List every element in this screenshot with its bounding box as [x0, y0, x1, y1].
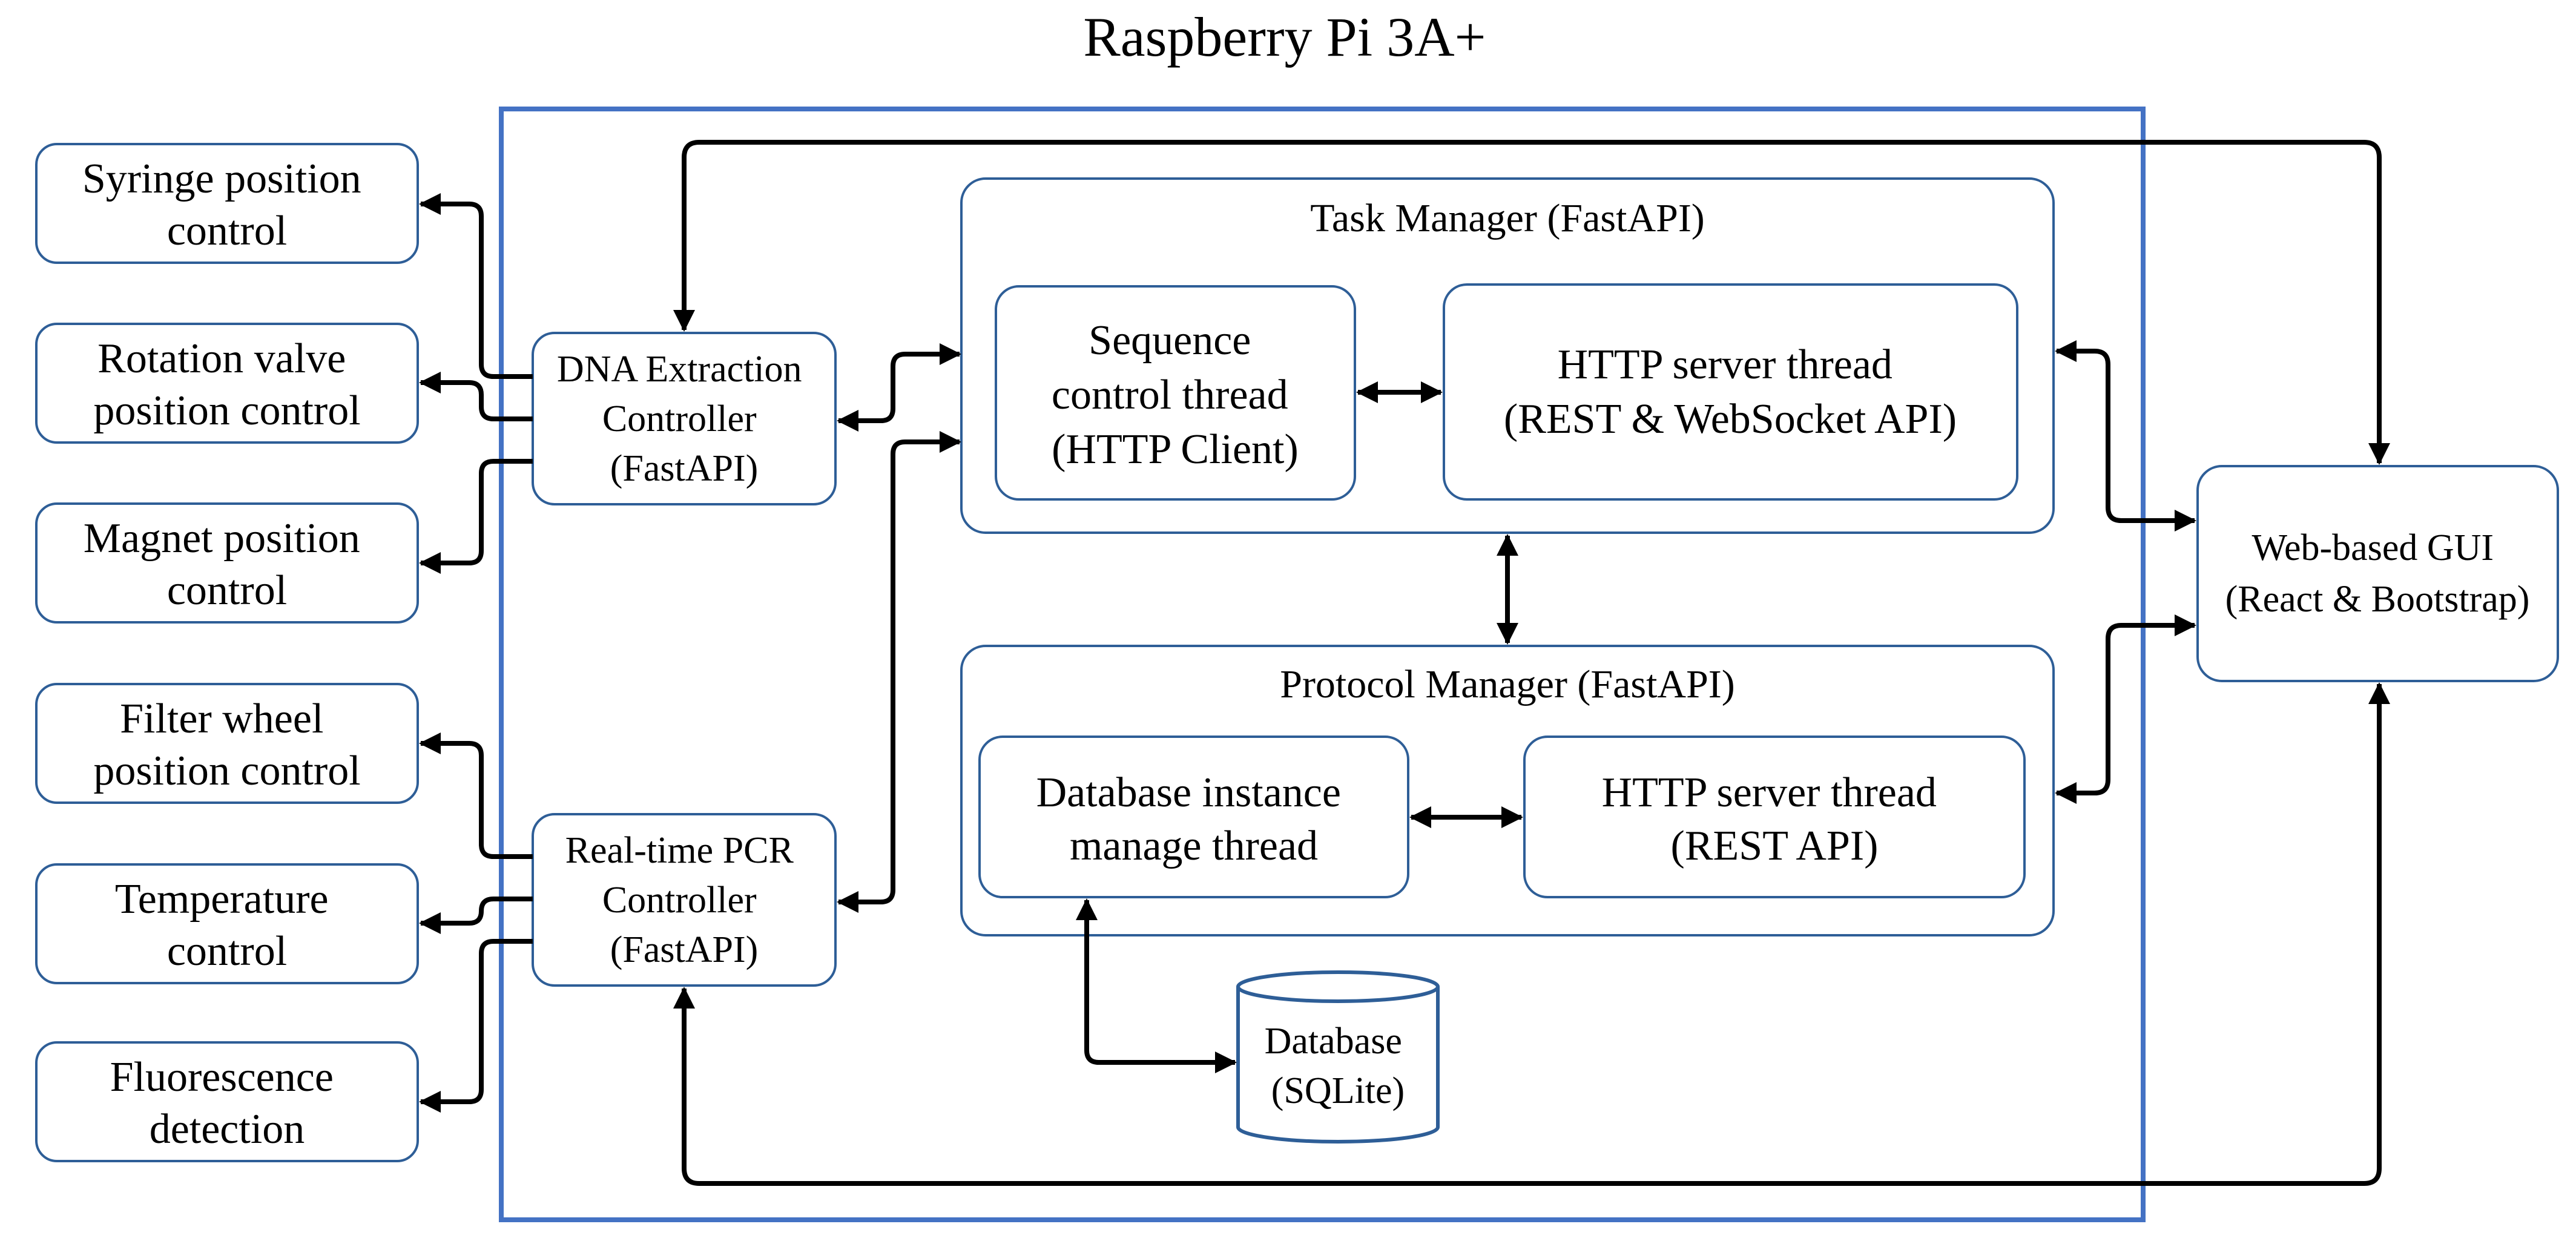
peripheral-label: Filter wheel position control — [93, 696, 360, 794]
peripheral-label: Rotation valve position control — [93, 335, 360, 434]
web-based-gui: Web-based GUI (React & Bootstrap) — [2196, 465, 2559, 682]
database-cylinder: Database (SQLite) — [1236, 970, 1440, 1144]
peripheral-label: Temperature control — [115, 876, 339, 975]
connector-task-manager-dna-controller — [837, 343, 961, 432]
connector-dna-to-rotation-valve — [419, 372, 533, 421]
connector-task-http-gui — [2055, 340, 2196, 531]
connector-pcr-to-temperature — [419, 897, 533, 934]
connector-protocol-http-gui — [2055, 614, 2196, 804]
peripheral-temperature-control: Temperature control — [35, 863, 419, 984]
task-http-server-thread: HTTP server thread (REST & WebSocket API… — [1443, 283, 2018, 501]
task-manager: Task Manager (FastAPI) Sequence control … — [960, 177, 2055, 534]
connector-pcr-to-filter-wheel — [419, 732, 533, 859]
protocol-http-server-thread: HTTP server thread (REST API) — [1523, 736, 2026, 898]
database-instance-manage-thread: Database instance manage thread — [978, 736, 1409, 898]
sequence-control-thread: Sequence control thread (HTTP Client) — [995, 285, 1356, 501]
realtime-pcr-controller: Real-time PCR Controller (FastAPI) — [532, 813, 837, 987]
connector-db-thread-database — [1076, 898, 1237, 1073]
peripheral-label: Fluorescence detection — [110, 1054, 344, 1153]
peripheral-fluorescence-detection: Fluorescence detection — [35, 1041, 419, 1162]
gui-label: Web-based GUI (React & Bootstrap) — [2225, 527, 2530, 620]
dna-extraction-controller: DNA Extraction Controller (FastAPI) — [532, 332, 837, 505]
peripheral-filter-wheel-position-control: Filter wheel position control — [35, 683, 419, 804]
peripheral-rotation-valve-position-control: Rotation valve position control — [35, 323, 419, 444]
task-manager-title: Task Manager (FastAPI) — [1310, 196, 1705, 240]
connector-pcr-controller-gui — [673, 682, 2390, 1186]
peripheral-magnet-position-control: Magnet position control — [35, 502, 419, 624]
peripheral-label: Magnet position control — [84, 515, 371, 614]
database-label: Database (SQLite) — [1265, 1021, 1412, 1111]
connector-dna-to-syringe — [419, 193, 533, 379]
connector-pcr-to-fluorescence — [419, 939, 533, 1113]
protocol-manager-title: Protocol Manager (FastAPI) — [1280, 662, 1735, 706]
connector-dna-to-magnet — [419, 459, 533, 574]
connector-dna-controller-gui — [673, 140, 2390, 465]
peripheral-syringe-position-control: Syringe position control — [35, 143, 419, 264]
connector-task-manager-pcr-controller — [837, 431, 961, 913]
peripheral-label: Syringe position control — [82, 156, 372, 254]
protocol-manager: Protocol Manager (FastAPI) Database inst… — [960, 645, 2055, 936]
diagram-title: Raspberry Pi 3A+ — [1083, 6, 1486, 68]
